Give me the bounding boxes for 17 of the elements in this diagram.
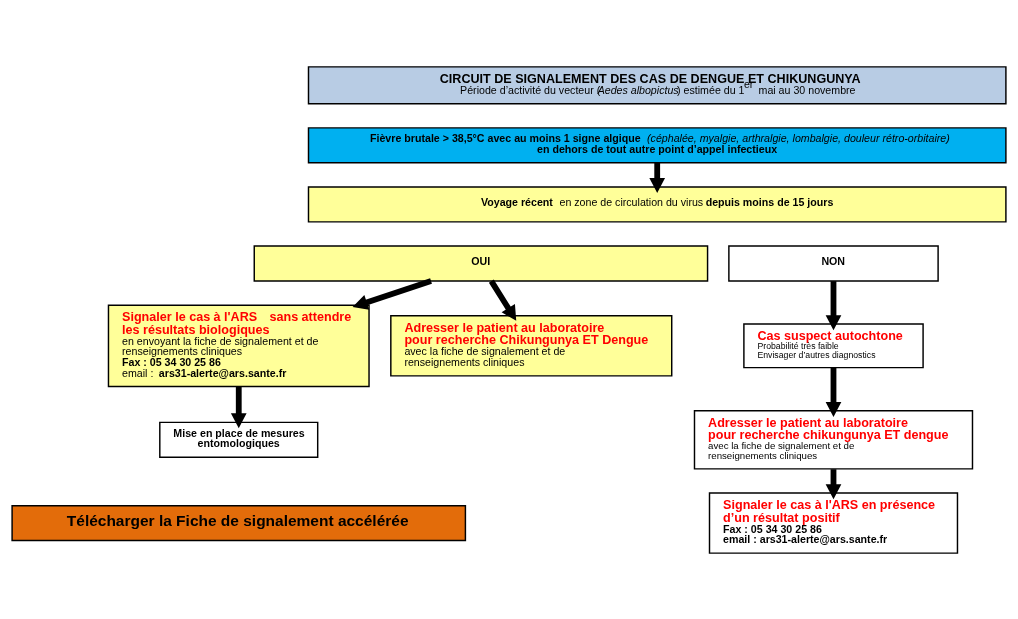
arrow (825, 367, 842, 417)
node-box: Adresser le patient au laboratoire pour recherche Chikungunya ET Dengue avec la fiche de signalement et de renseignements cliniques (390, 314, 673, 377)
node-box: Télécharger la Fiche de signalement accélérée (11, 504, 467, 541)
node-box: OUI (253, 244, 709, 282)
arrow (825, 280, 842, 330)
node-box: Signaler le cas à l'ARS en présence d’un résultat positif Fax : 05 34 30 25 86 email : ars31-alerte@ars.sante.fr (708, 491, 959, 554)
node-box: NON (728, 244, 939, 282)
arrow (352, 277, 432, 310)
node-box: Signaler le cas à l'ARS sans attendre les résultats biologiques en envoyant la fiche de signalement et de renseignements cliniques Fax : 05 34 30 25 86 email : ars31-alerte@ars.sante.fr (107, 303, 370, 387)
node-box: Cas suspect autochtone Probabilité très faible Envisager d’autres diagnostics (743, 322, 924, 368)
node-box: Fièvre brutale > 38,5°C avec au moins 1 signe algique (céphalée, myalgie, arthralgie, lombalgie, douleur rétro-orbitaire) en dehors de tout autre point d’appel infectieux (307, 126, 1007, 163)
arrow (649, 162, 666, 193)
arrow (230, 386, 247, 428)
node-box: Voyage récent en zone de circulation du virus depuis moins de 15 jours (307, 185, 1007, 223)
node-box: Mise en place de mesures entomologiques (159, 421, 319, 458)
node-box: Adresser le patient au laboratoire pour recherche chikungunya ET dengue avec la fiche de signalement et de renseignements cliniques (693, 409, 974, 470)
arrow (488, 279, 517, 321)
